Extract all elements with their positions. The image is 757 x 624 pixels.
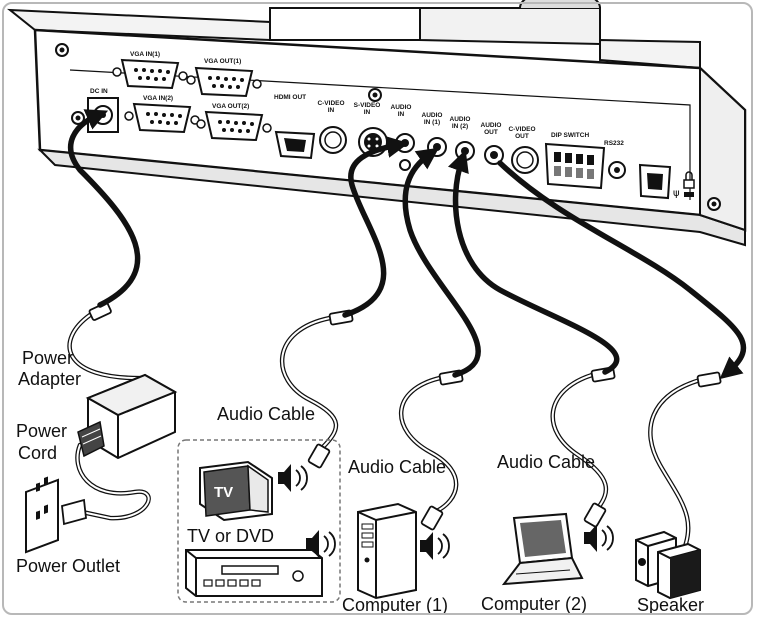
arrow-audio-out [497, 160, 747, 380]
cable-plugs [88, 302, 722, 531]
port-label-c-video-out: C-VIDEO OUT [506, 126, 538, 140]
tv-icon: TV [199, 460, 273, 522]
computer-1-sound-icon [420, 532, 450, 560]
hdmi-out-port [274, 130, 316, 160]
vga-out-1-port [186, 66, 262, 98]
port-label-audio-in: AUDIO IN [388, 104, 414, 118]
dip-switch [544, 142, 606, 190]
arrow-power [67, 109, 141, 308]
port-label-audio-in-2-line2: IN (2) [451, 123, 469, 130]
port-label-audio-in-2-line1: AUDIO [449, 116, 471, 123]
usb-icon: ψ [673, 188, 680, 199]
port-label-vga-in-2: VGA IN(2) [143, 95, 174, 102]
port-label-audio-out-line1: AUDIO [480, 122, 502, 129]
sound-icons [278, 464, 614, 560]
label-audio-cable-1: Audio Cable [217, 404, 316, 424]
port-label-dc-in: DC IN [90, 88, 108, 95]
c-video-out-port [511, 146, 539, 174]
port-label-s-video-in-line1: S-VIDEO [353, 102, 381, 109]
port-label-c-video-out-line1: C-VIDEO [508, 126, 536, 133]
arrow-audio-in-2 [447, 149, 620, 375]
port-label-audio-in-line2: IN [397, 111, 405, 118]
dvd-sound-icon [306, 530, 336, 558]
c-video-in-port [319, 126, 347, 154]
port-label-c-video-in-line1: C-VIDEO [317, 100, 345, 107]
port-label-s-video-in-line2: IN [363, 109, 371, 116]
tv-dvd-group-box [177, 439, 341, 603]
audio-in-2-jack [455, 141, 475, 161]
port-label-c-video-in-line2: IN [327, 107, 335, 114]
label-speaker: Speaker [637, 595, 705, 615]
vga-in-1-port [112, 58, 188, 90]
label-computer-2: Computer (2) [481, 594, 588, 614]
port-label-audio-in-1-line1: AUDIO [421, 112, 443, 119]
port-label-audio-in-1: AUDIO IN (1) [419, 112, 445, 126]
arrow-audio-in [342, 136, 409, 318]
computer-1-icon [357, 502, 417, 600]
label-power-adapter-line2: Adapter [18, 369, 82, 389]
port-label-c-video-in: C-VIDEO IN [316, 100, 346, 114]
tv-sound-icon [278, 464, 308, 492]
vga-in-2-port [124, 102, 200, 134]
label-audio-cable-3: Audio Cable [497, 452, 596, 472]
label-tv-or-dvd: TV or DVD [187, 526, 275, 546]
power-outlet [25, 476, 87, 554]
port-label-audio-in-1-line2: IN (1) [423, 119, 441, 126]
audio-out-jack [484, 145, 504, 165]
tv-screen-label: TV [214, 484, 233, 501]
dvd-player-icon [185, 549, 323, 597]
port-label-s-video-in: S-VIDEO IN [350, 102, 384, 116]
kensington-lock-slot [683, 171, 695, 197]
port-label-audio-out: AUDIO OUT [478, 122, 504, 136]
label-power-cord-line2: Cord [18, 443, 58, 463]
rs232-port [608, 161, 626, 179]
port-label-vga-out-2: VGA OUT(2) [212, 103, 250, 110]
port-label-audio-in-line1: AUDIO [390, 104, 412, 111]
computer-2-sound-icon [584, 524, 614, 552]
speaker-icon [635, 530, 701, 600]
arrow-audio-in-1 [402, 147, 481, 378]
label-audio-cable-2: Audio Cable [348, 457, 447, 477]
vga-out-2-port [196, 110, 272, 142]
port-label-hdmi-out: HDMI OUT [274, 94, 307, 101]
port-label-vga-out-1: VGA OUT(1) [204, 58, 242, 65]
label-computer-1: Computer (1) [342, 595, 449, 615]
label-power-adapter-line1: Power [22, 348, 74, 368]
label-power-cord-line1: Power [16, 421, 68, 441]
connection-arrows [67, 109, 747, 380]
computer-2-icon [501, 512, 584, 586]
power-adapter [77, 373, 178, 460]
device-back-panel [6, 0, 747, 247]
cables [67, 312, 703, 561]
port-label-audio-out-line2: OUT [484, 129, 498, 136]
port-label-dip-switch: DIP SWITCH [551, 132, 590, 139]
usb-port: ψ [638, 163, 680, 200]
label-power-outlet: Power Outlet [16, 556, 121, 576]
port-label-audio-in-2: AUDIO IN (2) [447, 116, 473, 130]
port-label-vga-in-1: VGA IN(1) [130, 51, 161, 58]
port-label-c-video-out-line2: OUT [515, 133, 529, 140]
port-label-rs232: RS232 [604, 140, 624, 147]
